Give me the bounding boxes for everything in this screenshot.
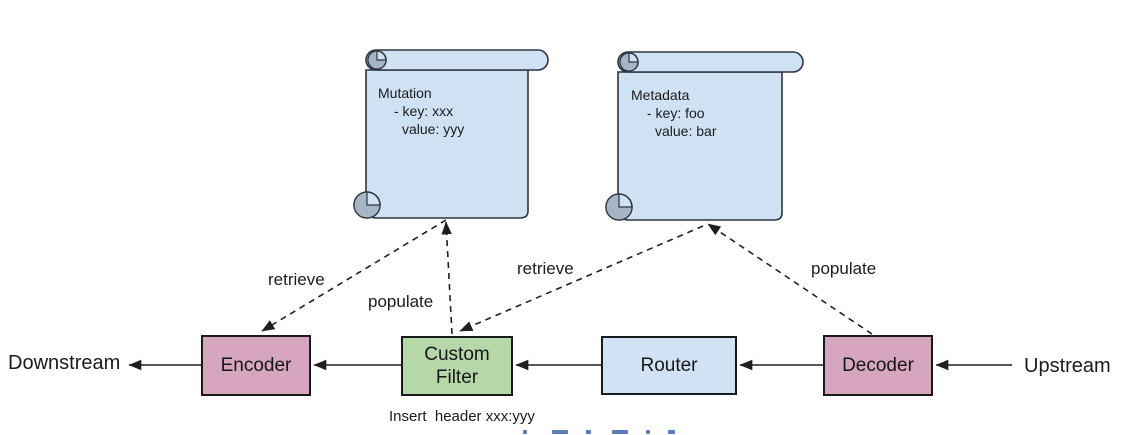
caption-fragment (612, 430, 628, 434)
mutation-title: Mutation (378, 85, 432, 101)
decoder-label: Decoder (842, 355, 914, 376)
filter-populate-label: populate (368, 292, 434, 311)
mutation-key-line: - key: xxx (394, 103, 454, 119)
router-node: Router (601, 336, 737, 395)
caption-fragment (552, 430, 568, 434)
scroll-roll-top (365, 49, 549, 71)
metadata-title: Metadata (631, 87, 690, 103)
metadata-value-line: value: bar (655, 123, 717, 139)
dashed-arrow-mutation-to-encoder-retrieve (261, 219, 447, 332)
decoder-node: Decoder (823, 335, 933, 396)
scroll-top-curl-shade (619, 52, 639, 72)
mutation-value-line: value: yyy (402, 121, 465, 137)
scroll-bottom-curl-shade (605, 193, 633, 221)
encoder-retrieve-label: retrieve (268, 270, 325, 289)
custom-filter-label-line2: Filter (435, 367, 479, 388)
dashed-arrow-decoder-to-metadata-populate (707, 223, 873, 335)
custom-filter-node: Custom Filter (401, 336, 513, 396)
upstream-label: Upstream (1024, 355, 1111, 377)
caption-fragment (646, 430, 650, 434)
metadata-scroll-shape (605, 51, 804, 221)
filter-retrieve-label: retrieve (517, 259, 574, 278)
custom-filter-label-line1: Custom (424, 344, 490, 365)
insert-header-note: Insert header xxx:yyy (389, 408, 535, 425)
decoder-populate-label: populate (811, 259, 877, 278)
dashed-arrow-metadata-to-filter-retrieve (459, 225, 704, 332)
caption-fragment (668, 430, 675, 434)
scroll-roll-top (617, 51, 804, 73)
encoder-label: Encoder (220, 355, 292, 376)
encoder-node: Encoder (201, 335, 311, 396)
router-label: Router (640, 355, 698, 376)
caption-fragment (523, 430, 527, 434)
dashed-arrow-filter-to-mutation-populate (441, 221, 453, 335)
downstream-label: Downstream (8, 352, 121, 374)
scroll-bottom-curl-shade (353, 191, 381, 219)
caption-fragment (586, 430, 591, 434)
mutation-scroll-shape (353, 49, 549, 219)
metadata-key-line: - key: foo (647, 105, 705, 121)
metadata-scroll-text: Metadata - key: foo value: bar (631, 86, 716, 140)
scroll-top-curl-shade (367, 50, 387, 70)
mutation-scroll-text: Mutation - key: xxx value: yyy (378, 84, 464, 138)
